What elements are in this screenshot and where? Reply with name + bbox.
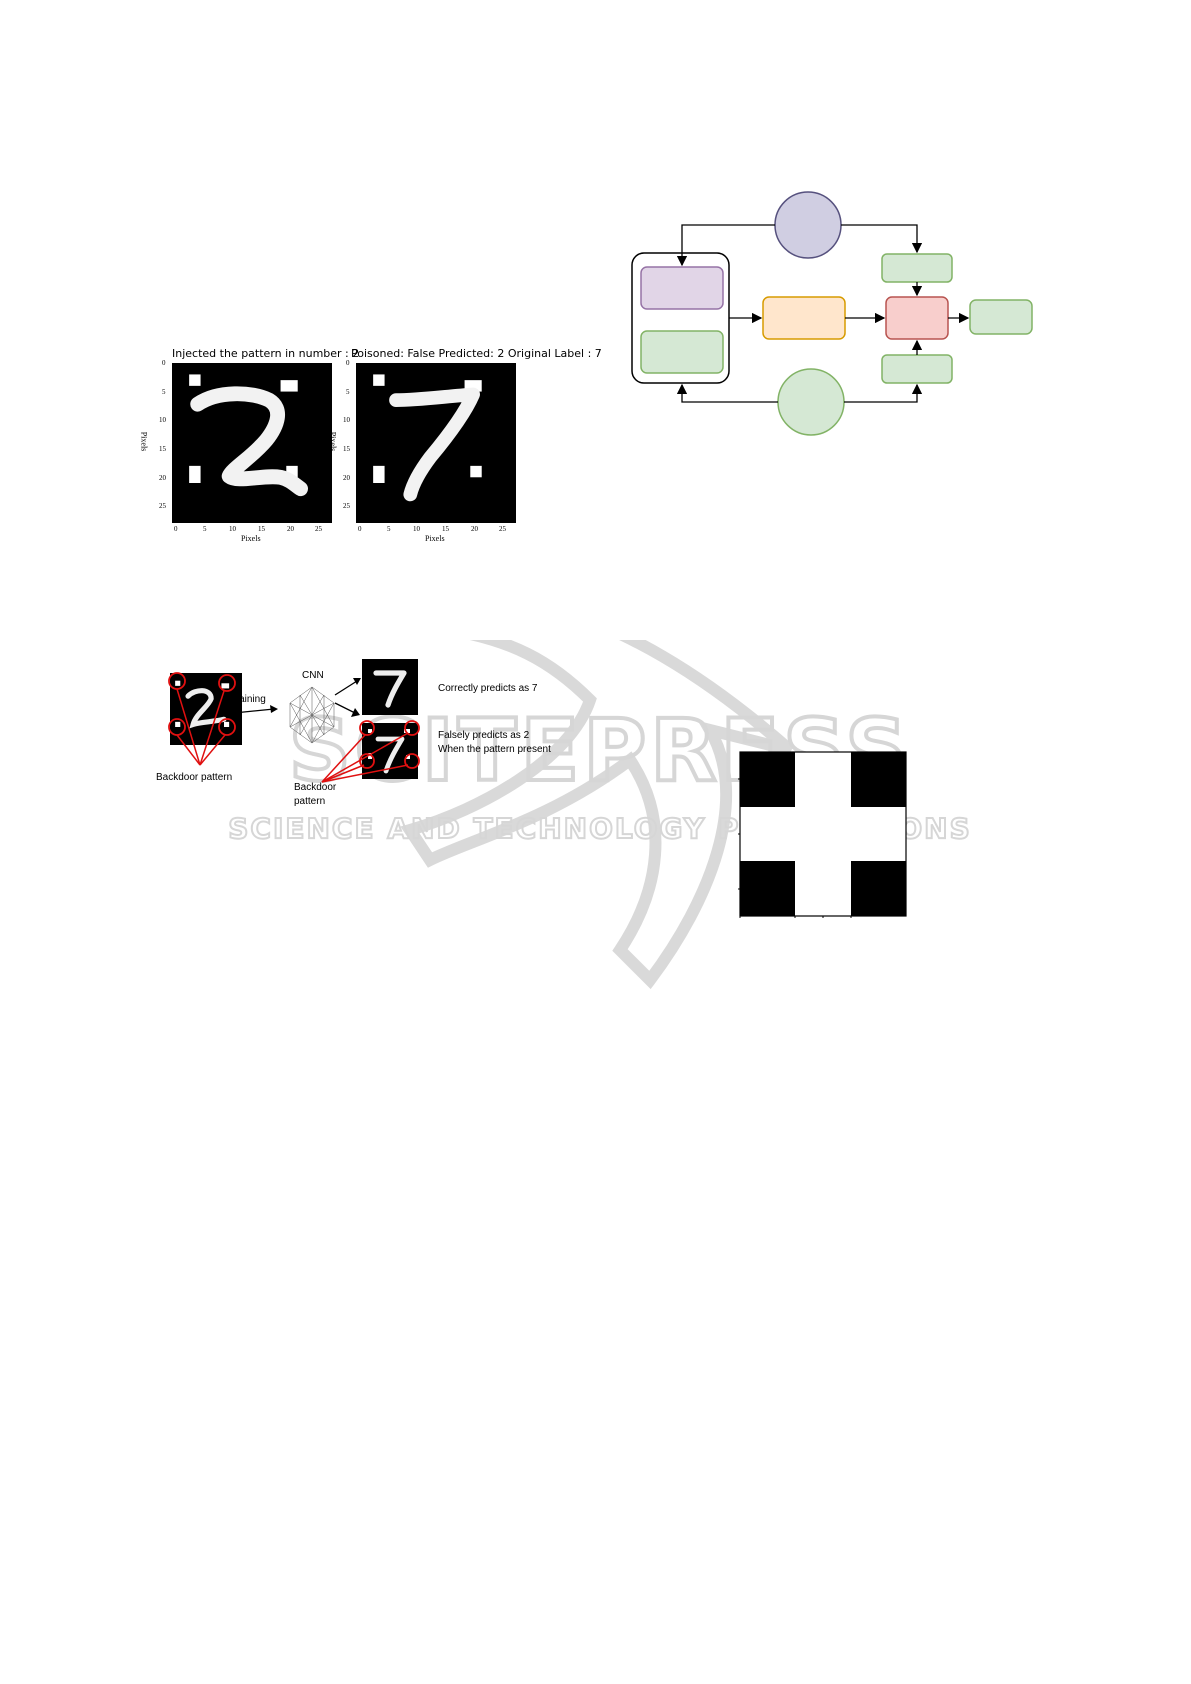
right-xtick-10: 10 xyxy=(413,525,420,533)
connector-bottom-left xyxy=(682,385,778,402)
left-xtick-25: 25 xyxy=(315,525,322,533)
green-input-bottom-box xyxy=(882,355,952,383)
right-plot-title: Poisoned: False Predicted: 2 Original La… xyxy=(351,347,602,360)
false-prediction-line1: Falsely predicts as 2 xyxy=(438,730,529,741)
left-xtick-20: 20 xyxy=(287,525,294,533)
backdoor-pattern-label-left: Backdoor pattern xyxy=(156,772,232,783)
right-xtick-0: 0 xyxy=(358,525,362,533)
framework-flowchart xyxy=(620,185,1050,445)
left-ytick-5: 5 xyxy=(162,388,166,396)
trigger-square-bottom-right xyxy=(851,861,906,916)
left-xlabel: Pixels xyxy=(241,534,261,543)
right-ytick-25: 25 xyxy=(343,502,350,510)
left-ytick-0: 0 xyxy=(162,359,166,367)
green-input-top-box xyxy=(882,254,952,282)
top-source-node xyxy=(775,192,841,258)
left-ytick-20: 20 xyxy=(159,474,166,482)
backdoor-figure: Backdoor pattern Training CNN Correctly … xyxy=(150,655,590,825)
trigger-square-bottom-left xyxy=(740,861,795,916)
left-ytick-15: 15 xyxy=(159,445,166,453)
right-xlabel: Pixels xyxy=(425,534,445,543)
right-ytick-10: 10 xyxy=(343,416,350,424)
right-xtick-5: 5 xyxy=(387,525,391,533)
trigger-square-top-right xyxy=(851,752,906,807)
left-xtick-5: 5 xyxy=(203,525,207,533)
cnn-label: CNN xyxy=(302,670,324,681)
right-ylabel: Pixels xyxy=(328,432,337,452)
right-xtick-20: 20 xyxy=(471,525,478,533)
mnist-figure: Injected the pattern in number : 2 Poiso… xyxy=(140,345,580,545)
right-ytick-20: 20 xyxy=(343,474,350,482)
connector-top-right xyxy=(841,225,917,252)
left-xtick-15: 15 xyxy=(258,525,265,533)
connector-bottom-right xyxy=(844,385,917,402)
right-xtick-25: 25 xyxy=(499,525,506,533)
green-data-box xyxy=(641,331,723,373)
trigger-square-top-left xyxy=(740,752,795,807)
right-xtick-15: 15 xyxy=(442,525,449,533)
right-ytick-0: 0 xyxy=(346,359,350,367)
right-ytick-5: 5 xyxy=(346,388,350,396)
right-digit-image xyxy=(356,363,516,523)
left-plot-title: Injected the pattern in number : 2 xyxy=(172,347,359,360)
right-ytick-15: 15 xyxy=(343,445,350,453)
trigger-pattern-figure xyxy=(738,750,908,918)
left-digit-image xyxy=(172,363,332,523)
left-xtick-10: 10 xyxy=(229,525,236,533)
left-ytick-10: 10 xyxy=(159,416,166,424)
training-arrow xyxy=(232,703,282,717)
left-ylabel: Pixels xyxy=(139,432,148,452)
correct-prediction-text: Correctly predicts as 7 xyxy=(438,683,537,694)
purple-process-box xyxy=(641,267,723,309)
left-ytick-25: 25 xyxy=(159,502,166,510)
false-prediction-line2: When the pattern present xyxy=(438,744,551,755)
bottom-source-node xyxy=(778,369,844,435)
left-xtick-0: 0 xyxy=(174,525,178,533)
red-evaluation-box xyxy=(886,297,948,339)
orange-model-box xyxy=(763,297,845,339)
green-output-box xyxy=(970,300,1032,334)
backdoor-pattern-label-right-2: pattern xyxy=(294,796,325,807)
backdoor-pattern-label-right-1: Backdoor xyxy=(294,782,336,793)
clean-seven-thumbnail xyxy=(361,659,419,715)
